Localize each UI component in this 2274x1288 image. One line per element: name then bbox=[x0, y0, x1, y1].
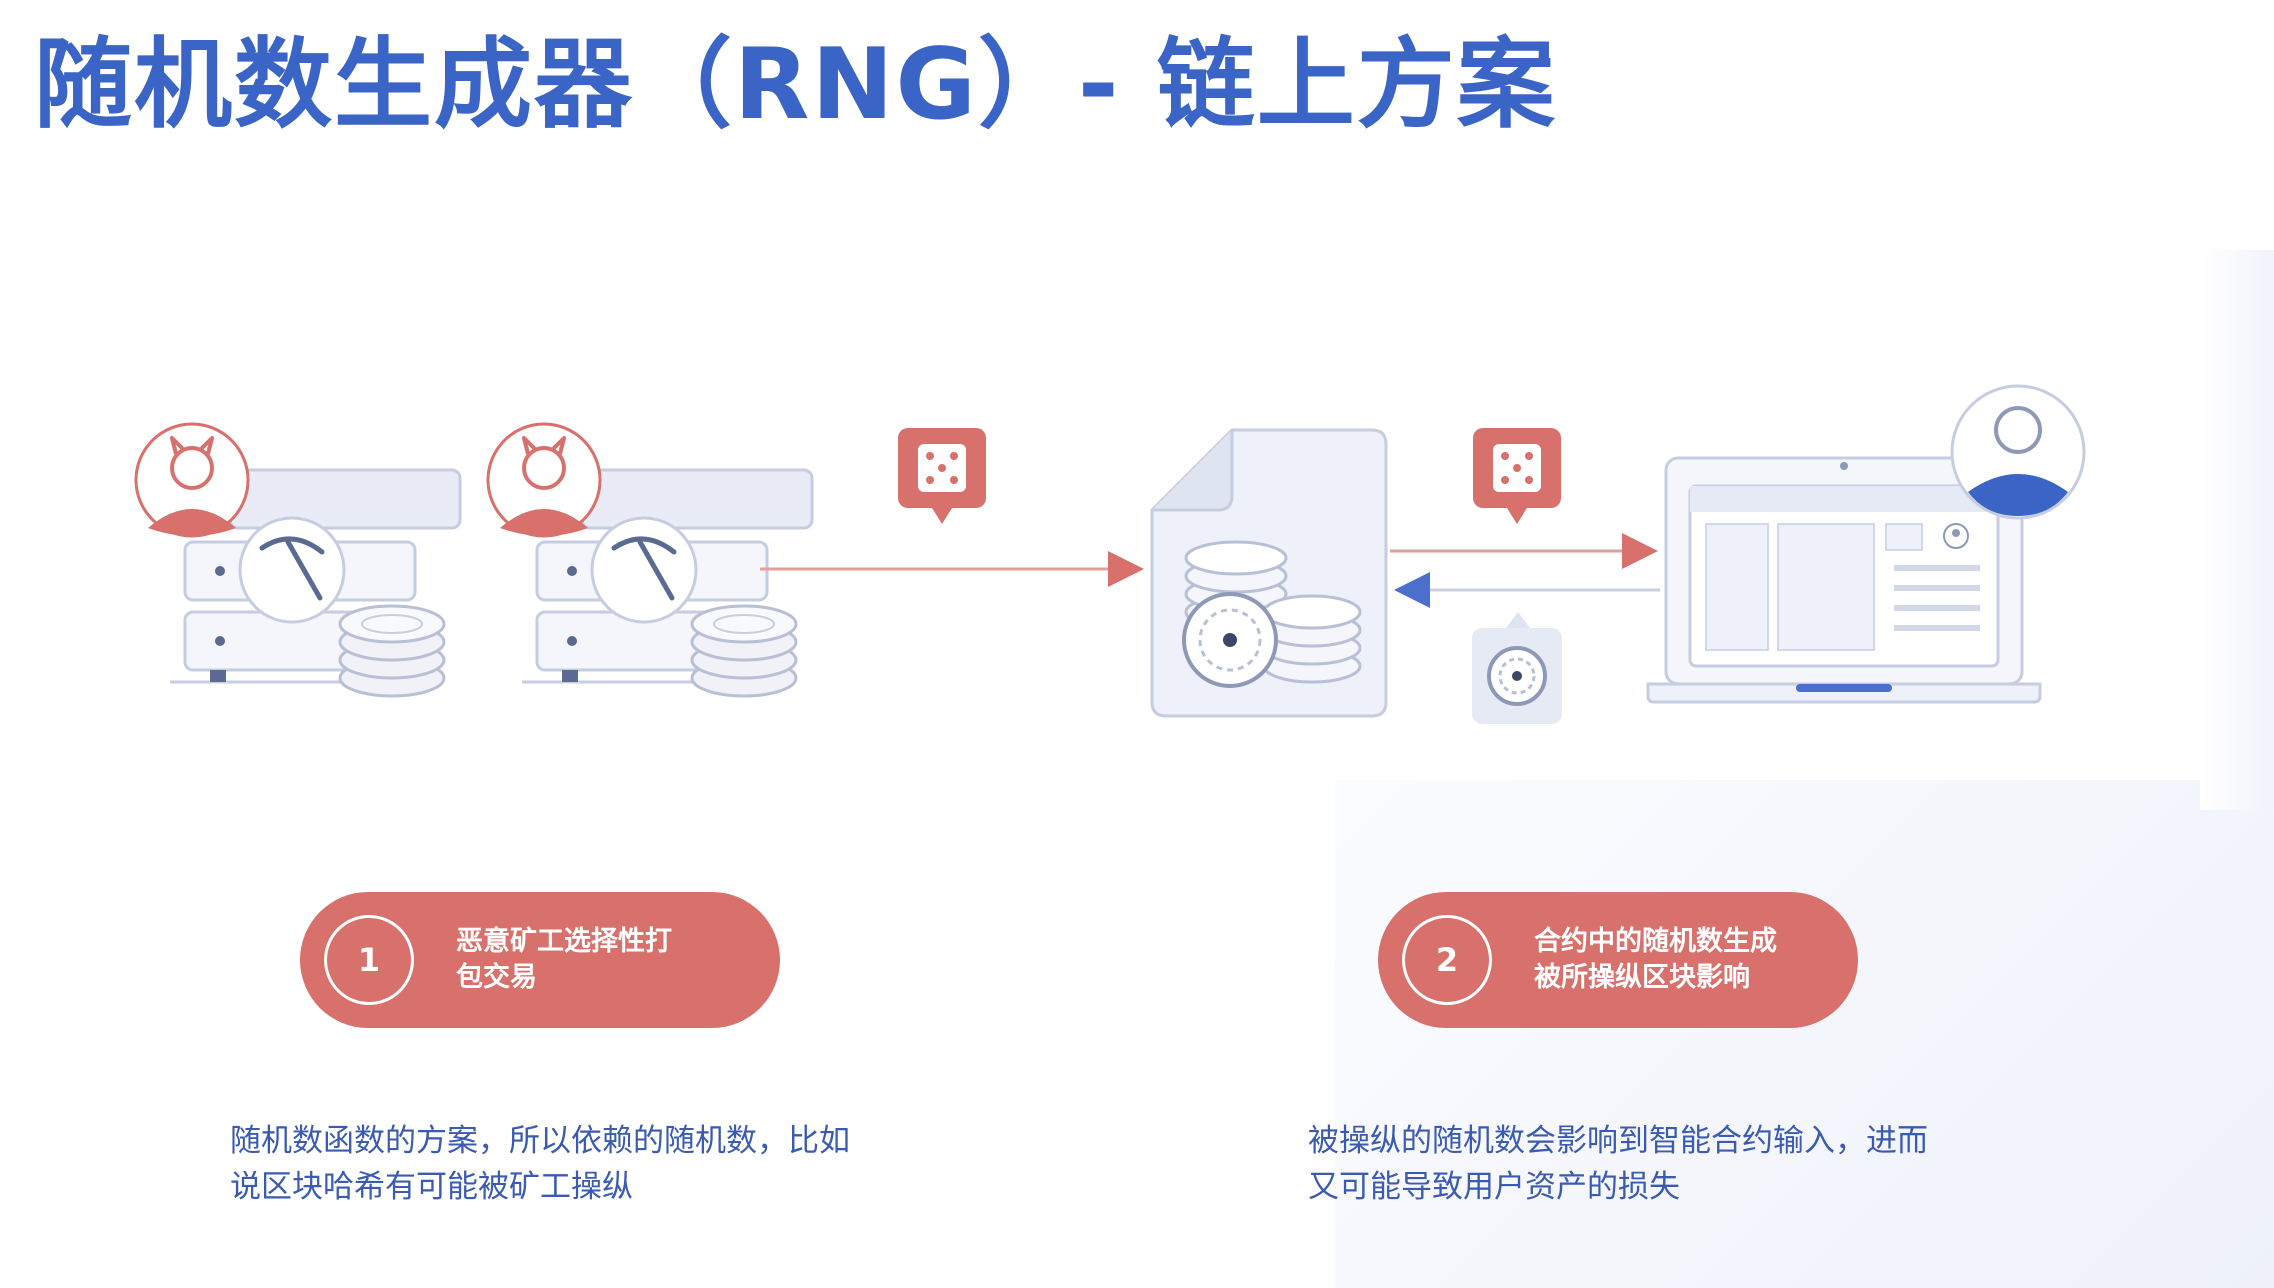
contract-document-icon bbox=[1150, 428, 1388, 718]
pickaxe-icon bbox=[238, 516, 346, 624]
pickaxe-icon bbox=[590, 516, 698, 624]
coin-stack-icon bbox=[1184, 540, 1362, 684]
coin-stack-icon bbox=[338, 604, 446, 698]
step-pill-1: 1 恶意矿工选择性打 包交易 bbox=[300, 892, 780, 1028]
description-2: 被操纵的随机数会影响到智能合约输入，进而 又可能导致用户资产的损失 bbox=[1308, 1123, 1928, 1205]
description-1: 随机数函数的方案，所以依赖的随机数，比如 说区块哈希有可能被矿工操纵 bbox=[230, 1123, 850, 1205]
dice-icon bbox=[1473, 428, 1561, 524]
laptop-icon bbox=[1646, 456, 2042, 704]
devil-miner-icon bbox=[486, 422, 602, 538]
miner-group-2 bbox=[486, 422, 814, 698]
miner-group-1 bbox=[134, 422, 462, 698]
page-title: 随机数生成器（RNG）- 链上方案 bbox=[34, 28, 1557, 142]
devil-miner-icon bbox=[134, 422, 250, 538]
token-icon bbox=[1182, 592, 1278, 688]
background-tint-right bbox=[2200, 250, 2274, 810]
user-avatar-icon bbox=[1950, 384, 2086, 520]
background-tint bbox=[1335, 780, 2274, 1288]
token-icon bbox=[1472, 612, 1562, 724]
coin-stack-icon bbox=[690, 604, 798, 698]
step-number-2: 2 bbox=[1402, 915, 1492, 1005]
step-pill-2: 2 合约中的随机数生成 被所操纵区块影响 bbox=[1378, 892, 1858, 1028]
step-number-1: 1 bbox=[324, 915, 414, 1005]
dice-icon bbox=[898, 428, 986, 524]
step-label-2: 合约中的随机数生成 被所操纵区块影响 bbox=[1534, 926, 1777, 993]
step-label-1: 恶意矿工选择性打 包交易 bbox=[456, 926, 672, 993]
